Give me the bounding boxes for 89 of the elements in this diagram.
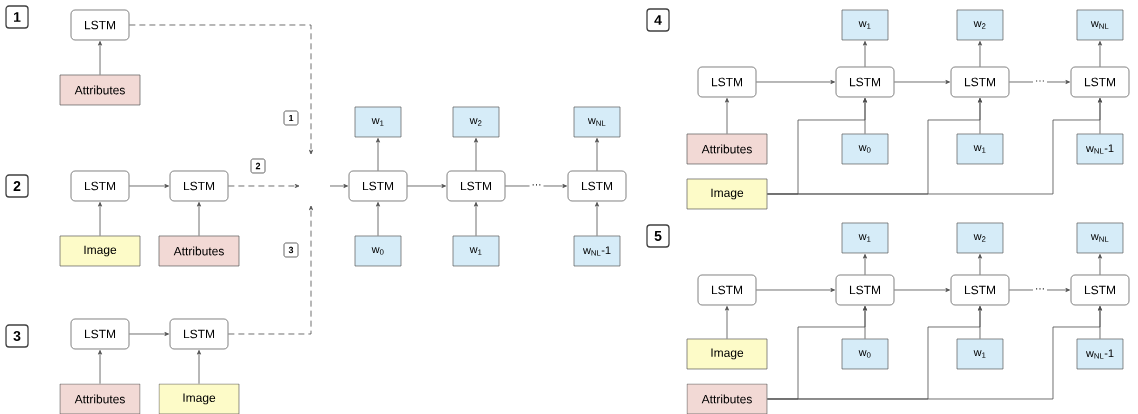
word-box: w$_{1}$ bbox=[956, 133, 1004, 165]
lstm-box: LSTM bbox=[1070, 274, 1130, 306]
dashed-arrow bbox=[128, 24, 313, 155]
lstm-box: LSTM bbox=[70, 170, 130, 202]
input-box: Attributes bbox=[59, 383, 141, 414]
arrow bbox=[978, 254, 982, 276]
word-box: w$_{2}$ bbox=[956, 9, 1004, 41]
arrow bbox=[98, 350, 102, 385]
arrow bbox=[863, 254, 867, 276]
lstm-box: LSTM bbox=[70, 318, 130, 350]
step-number: 3 bbox=[283, 242, 299, 258]
word-box: w$_{0}$ bbox=[354, 235, 402, 267]
lstm-box: LSTM bbox=[70, 9, 130, 41]
lstm-box: LSTM bbox=[697, 66, 757, 98]
step-number: 5 bbox=[646, 224, 670, 248]
word-box: w$_{1}$ bbox=[956, 338, 1004, 370]
arrow bbox=[474, 138, 478, 172]
word-box: w$_{NL}$-1 bbox=[573, 235, 621, 267]
input-box: Attributes bbox=[59, 74, 141, 106]
input-box: Attributes bbox=[158, 235, 240, 267]
step-number: 3 bbox=[5, 324, 29, 348]
arrow bbox=[406, 184, 446, 188]
arrow bbox=[595, 138, 599, 172]
arrow bbox=[197, 202, 201, 237]
arrow bbox=[978, 41, 982, 68]
lstm-box: LSTM bbox=[169, 170, 229, 202]
arrow bbox=[1098, 41, 1102, 68]
arrow bbox=[376, 202, 380, 237]
word-box: w$_{NL}$-1 bbox=[1076, 338, 1124, 370]
arrow bbox=[595, 202, 599, 237]
arrow bbox=[725, 306, 729, 340]
edge-label: ··· bbox=[529, 182, 544, 190]
input-box: Image bbox=[158, 383, 240, 414]
step-number: 1 bbox=[5, 5, 29, 29]
input-box: Image bbox=[686, 178, 768, 210]
input-box: Attributes bbox=[686, 383, 768, 414]
arrow bbox=[1008, 288, 1070, 292]
arrow bbox=[1008, 80, 1070, 84]
arrow bbox=[376, 138, 380, 172]
lstm-box: LSTM bbox=[697, 274, 757, 306]
word-box: w$_{1}$ bbox=[354, 106, 402, 138]
word-box: w$_{NL}$ bbox=[1076, 9, 1124, 41]
arrow bbox=[766, 97, 1102, 195]
lstm-box: LSTM bbox=[348, 170, 408, 202]
step-number: 2 bbox=[250, 158, 266, 174]
edge-label: ··· bbox=[1033, 286, 1047, 294]
arrow bbox=[474, 202, 478, 237]
lstm-box: LSTM bbox=[835, 274, 895, 306]
arrow bbox=[725, 97, 729, 135]
input-box: Image bbox=[686, 338, 768, 370]
word-box: w$_{NL}$ bbox=[573, 106, 621, 138]
word-box: w$_{0}$ bbox=[841, 338, 889, 370]
step-number: 1 bbox=[283, 110, 299, 126]
arrow bbox=[128, 184, 169, 188]
word-box: w$_{1}$ bbox=[841, 9, 889, 41]
lstm-box: LSTM bbox=[835, 66, 895, 98]
arrow bbox=[98, 41, 102, 76]
lstm-box: LSTM bbox=[1070, 66, 1130, 98]
lstm-box: LSTM bbox=[169, 318, 229, 350]
word-box: w$_{1}$ bbox=[841, 222, 889, 254]
word-box: w$_{2}$ bbox=[452, 106, 500, 138]
lstm-box: LSTM bbox=[950, 274, 1010, 306]
arrow bbox=[755, 80, 835, 84]
word-box: w$_{NL}$-1 bbox=[1076, 133, 1124, 165]
word-box: w$_{2}$ bbox=[956, 222, 1004, 254]
word-box: w$_{1}$ bbox=[452, 235, 500, 267]
lstm-box: LSTM bbox=[567, 170, 627, 202]
arrow bbox=[893, 80, 950, 84]
arrow bbox=[128, 332, 169, 336]
dashed-arrow bbox=[227, 205, 313, 335]
step-number: 4 bbox=[646, 8, 670, 32]
dashed-arrow bbox=[227, 184, 300, 188]
input-box: Image bbox=[59, 235, 141, 267]
arrow bbox=[755, 288, 835, 292]
input-box: Attributes bbox=[686, 133, 768, 165]
arrow bbox=[863, 41, 867, 68]
word-box: w$_{0}$ bbox=[841, 133, 889, 165]
arrow bbox=[504, 184, 567, 188]
edge-label: ··· bbox=[1033, 78, 1047, 86]
lstm-box: LSTM bbox=[950, 66, 1010, 98]
arrow bbox=[197, 350, 201, 385]
arrow bbox=[893, 288, 950, 292]
word-box: w$_{NL}$ bbox=[1076, 222, 1124, 254]
arrow bbox=[329, 184, 348, 188]
arrow bbox=[766, 306, 1102, 400]
lstm-box: LSTM bbox=[446, 170, 506, 202]
step-number: 2 bbox=[5, 174, 29, 198]
arrow bbox=[98, 202, 102, 237]
arrow bbox=[1098, 254, 1102, 276]
